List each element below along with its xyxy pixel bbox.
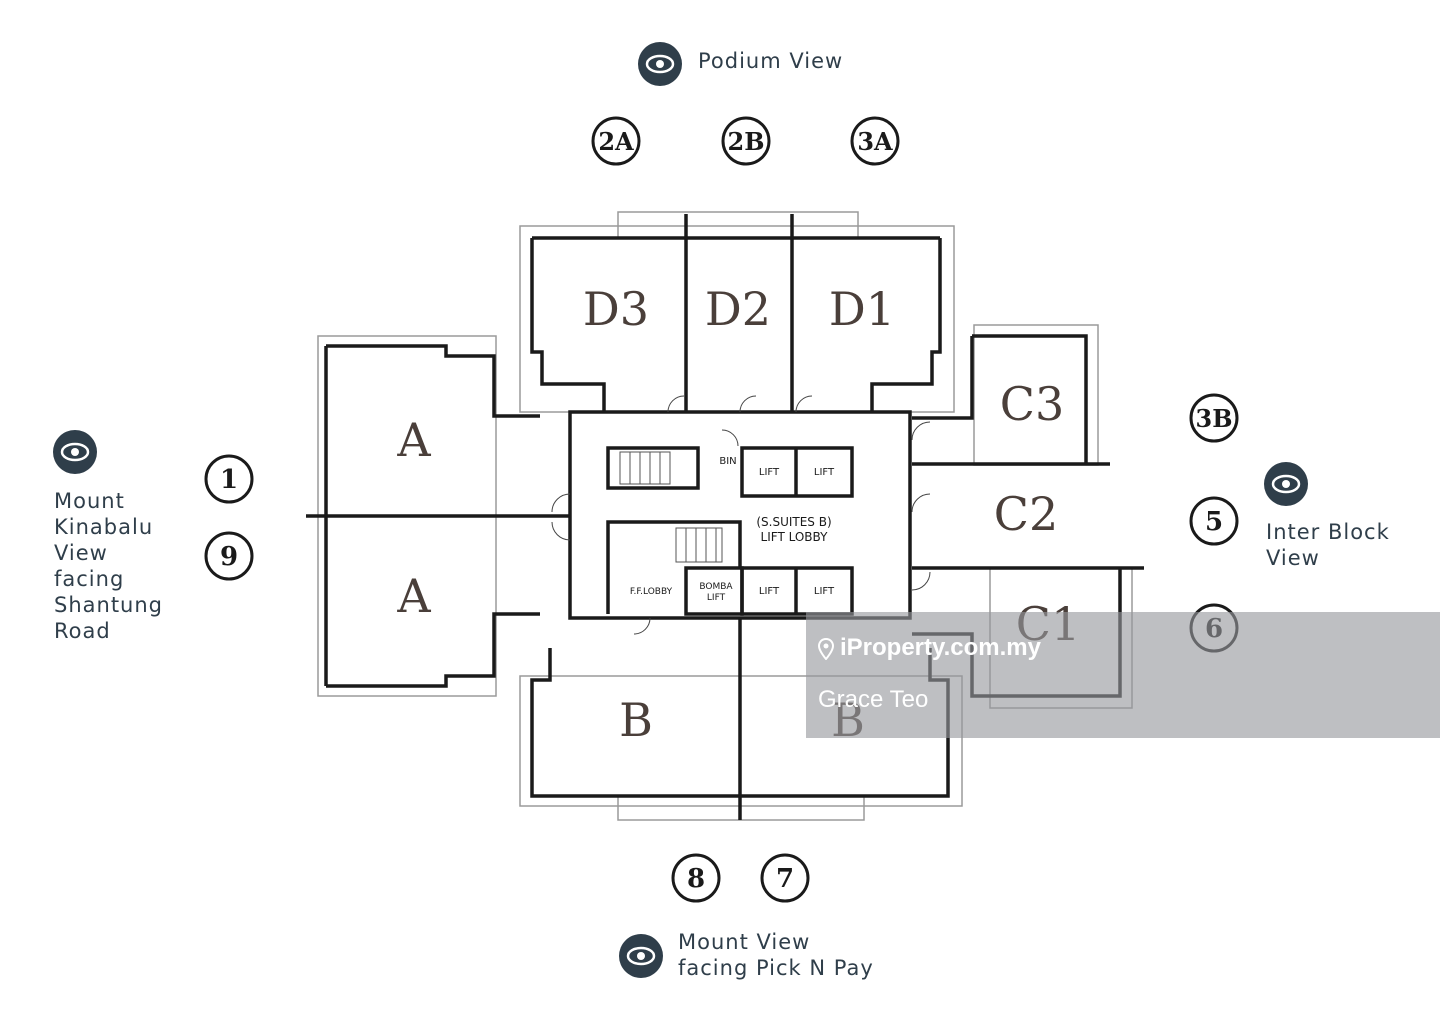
stairs (619, 451, 723, 563)
unit-marker: 1 (204, 454, 254, 504)
view-label-top: Podium View (698, 49, 844, 73)
unit-label: C2 (994, 487, 1058, 541)
unit-marker-ring (850, 116, 900, 166)
unit-marker-ring (671, 853, 721, 903)
unit-marker-ring (721, 116, 771, 166)
unit-marker-label: 3B (1196, 404, 1233, 433)
unit-marker-ring (1189, 496, 1239, 546)
unit-marker-label: 2A (598, 127, 634, 156)
unit-marker: 3A (850, 116, 900, 166)
unit-marker-label: 1 (220, 465, 238, 495)
unit-marker-ring (760, 853, 810, 903)
view-label-right: Inter Block View (1266, 520, 1390, 570)
room-label: LIFT (759, 586, 780, 597)
eye-icon-right (1264, 462, 1308, 506)
unit-marker: 7 (760, 853, 810, 903)
room-label: LIFT (814, 586, 835, 597)
unit-labels: D3D2D1C3C2C1AABB (396, 282, 1080, 747)
unit-label: D1 (829, 282, 895, 336)
unit-marker-label: 7 (776, 864, 794, 894)
room-label: LIFT (814, 467, 835, 478)
unit-marker-label: 3A (857, 127, 893, 156)
unit-marker: 3B (1189, 393, 1239, 443)
watermark-site: iProperty.com.my (840, 634, 1041, 661)
room-label: BOMBA (699, 582, 733, 592)
watermark-agent: Grace Teo (818, 686, 929, 713)
unit-label: A (396, 569, 431, 623)
unit-marker-ring (1189, 393, 1239, 443)
unit-marker-label: 2B (728, 127, 765, 156)
room-label: LIFT LOBBY (761, 530, 829, 544)
unit-label: D2 (705, 282, 771, 336)
eye-icon-left (53, 430, 97, 474)
room-labels: BIN LIFT LIFT (S.SUITES B)LIFT LOBBY F.F.LOB… (630, 456, 835, 603)
unit-marker: 8 (671, 853, 721, 903)
unit-markers: 2A2B3A3B195687 (204, 116, 1239, 903)
room-label: LIFT (707, 593, 726, 603)
eye-icon-top (638, 42, 682, 86)
unit-marker: 2B (721, 116, 771, 166)
unit-marker-label: 9 (220, 542, 238, 572)
location-pin-icon (818, 638, 834, 660)
view-label-bottom: Mount View facing Pick N Pay (678, 930, 874, 980)
doors (551, 395, 931, 635)
unit-marker-ring (204, 531, 254, 581)
unit-marker: 5 (1189, 496, 1239, 546)
unit-label: C3 (1000, 377, 1064, 431)
eye-icon-bottom (619, 934, 663, 978)
unit-marker: 2A (591, 116, 641, 166)
unit-marker-label: 8 (687, 864, 705, 894)
watermark-band (806, 612, 1440, 738)
unit-label: B (619, 693, 653, 747)
unit-marker-label: 5 (1205, 507, 1223, 537)
unit-label: D3 (583, 282, 649, 336)
unit-label: A (396, 413, 431, 467)
view-label-left: Mount Kinabalu View facing Shantung Road (54, 489, 164, 643)
room-label: F.F.LOBBY (630, 587, 673, 597)
unit-marker-ring (591, 116, 641, 166)
room-label: LIFT (759, 467, 780, 478)
unit-marker: 9 (204, 531, 254, 581)
room-label: (S.SUITES B) (756, 515, 831, 529)
unit-marker-ring (204, 454, 254, 504)
room-label: BIN (719, 456, 736, 467)
